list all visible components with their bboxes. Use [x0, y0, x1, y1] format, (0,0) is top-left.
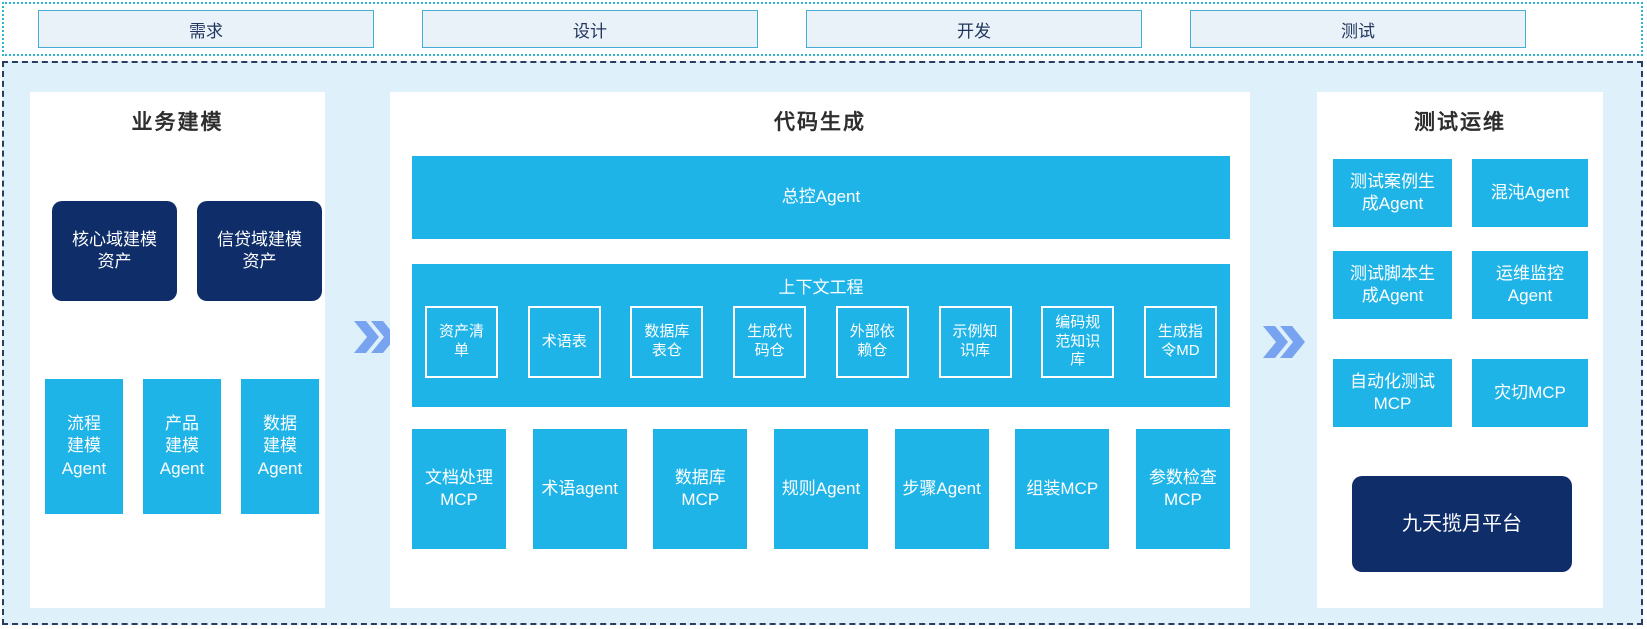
test-script-generation-agent-box: 测试脚本生 成Agent: [1333, 251, 1452, 319]
parameter-check-mcp-box: 参数检查 MCP: [1135, 429, 1230, 549]
modeling-asset-row: 核心域建模 资产 信贷域建模 资产: [52, 201, 322, 301]
coding-standard-knowledge-base-box: 编码规 范知识 库: [1041, 306, 1115, 378]
context-engineering-section: 上下文工程 资产清 单 术语表 数据库 表仓 生成代 码仓 外部依 赖仓 示例知…: [412, 264, 1230, 407]
main-container: 业务建模 核心域建模 资产 信贷域建模 资产 流程 建模 Agent 产品 建模…: [2, 61, 1643, 625]
panel-title-business-modeling: 业务建模: [131, 111, 224, 134]
database-mcp-box: 数据库 MCP: [653, 429, 748, 549]
code-generation-tool-row: 文档处理 MCP 术语agent 数据库 MCP 规则Agent 步骤Agent…: [412, 429, 1230, 549]
panel-business-modeling: 业务建模 核心域建模 资产 信贷域建模 资产 流程 建模 Agent 产品 建模…: [30, 92, 325, 608]
data-modeling-agent-box: 数据 建模 Agent: [241, 379, 319, 514]
core-domain-asset-box: 核心域建模 资产: [52, 201, 177, 301]
automated-testing-mcp-box: 自动化测试 MCP: [1333, 359, 1452, 427]
asset-list-box: 资产清 单: [425, 306, 498, 378]
panel-title-test-ops: 测试运维: [1414, 111, 1506, 134]
panel-code-generation: 代码生成 总控Agent 上下文工程 资产清 单 术语表 数据库 表仓 生成代 …: [390, 92, 1250, 608]
external-dependency-repo-box: 外部依 赖仓: [835, 306, 909, 378]
stage-box-requirements: 需求: [38, 10, 374, 48]
generation-instruction-md-box: 生成指 令MD: [1143, 306, 1217, 378]
stage-box-testing: 测试: [1190, 10, 1526, 48]
database-table-repo-box: 数据库 表仓: [630, 306, 704, 378]
stage-bar: 需求 设计 开发 测试: [2, 2, 1643, 56]
terminology-agent-box: 术语agent: [532, 429, 627, 549]
disaster-switch-mcp-box: 灾切MCP: [1472, 359, 1588, 427]
modeling-agent-row: 流程 建模 Agent 产品 建模 Agent 数据 建模 Agent: [45, 379, 319, 514]
step-agent-box: 步骤Agent: [894, 429, 989, 549]
jiutian-lanyue-platform-box: 九天揽月平台: [1352, 476, 1572, 572]
context-engineering-title: 上下文工程: [778, 278, 864, 297]
credit-domain-asset-box: 信贷域建模 资产: [197, 201, 322, 301]
context-engineering-items: 资产清 单 术语表 数据库 表仓 生成代 码仓 外部依 赖仓 示例知 识库 编码…: [412, 306, 1230, 378]
process-modeling-agent-box: 流程 建模 Agent: [45, 379, 123, 514]
panel-test-ops: 测试运维 测试案例生 成Agent 混沌Agent 测试脚本生 成Agent 运…: [1317, 92, 1603, 608]
master-control-agent-bar: 总控Agent: [412, 156, 1230, 239]
stage-box-development: 开发: [806, 10, 1142, 48]
panel-title-code-generation: 代码生成: [774, 111, 866, 134]
product-modeling-agent-box: 产品 建模 Agent: [143, 379, 221, 514]
assembly-mcp-box: 组装MCP: [1015, 429, 1110, 549]
double-chevron-right-icon: [1262, 325, 1306, 359]
ops-monitoring-agent-box: 运维监控 Agent: [1472, 251, 1588, 319]
glossary-box: 术语表: [527, 306, 601, 378]
rule-agent-box: 规则Agent: [773, 429, 868, 549]
chaos-agent-box: 混沌Agent: [1472, 159, 1588, 227]
test-case-generation-agent-box: 测试案例生 成Agent: [1333, 159, 1452, 227]
generated-code-repo-box: 生成代 码仓: [733, 306, 807, 378]
example-knowledge-base-box: 示例知 识库: [938, 306, 1012, 378]
document-processing-mcp-box: 文档处理 MCP: [412, 429, 506, 549]
stage-box-design: 设计: [422, 10, 758, 48]
